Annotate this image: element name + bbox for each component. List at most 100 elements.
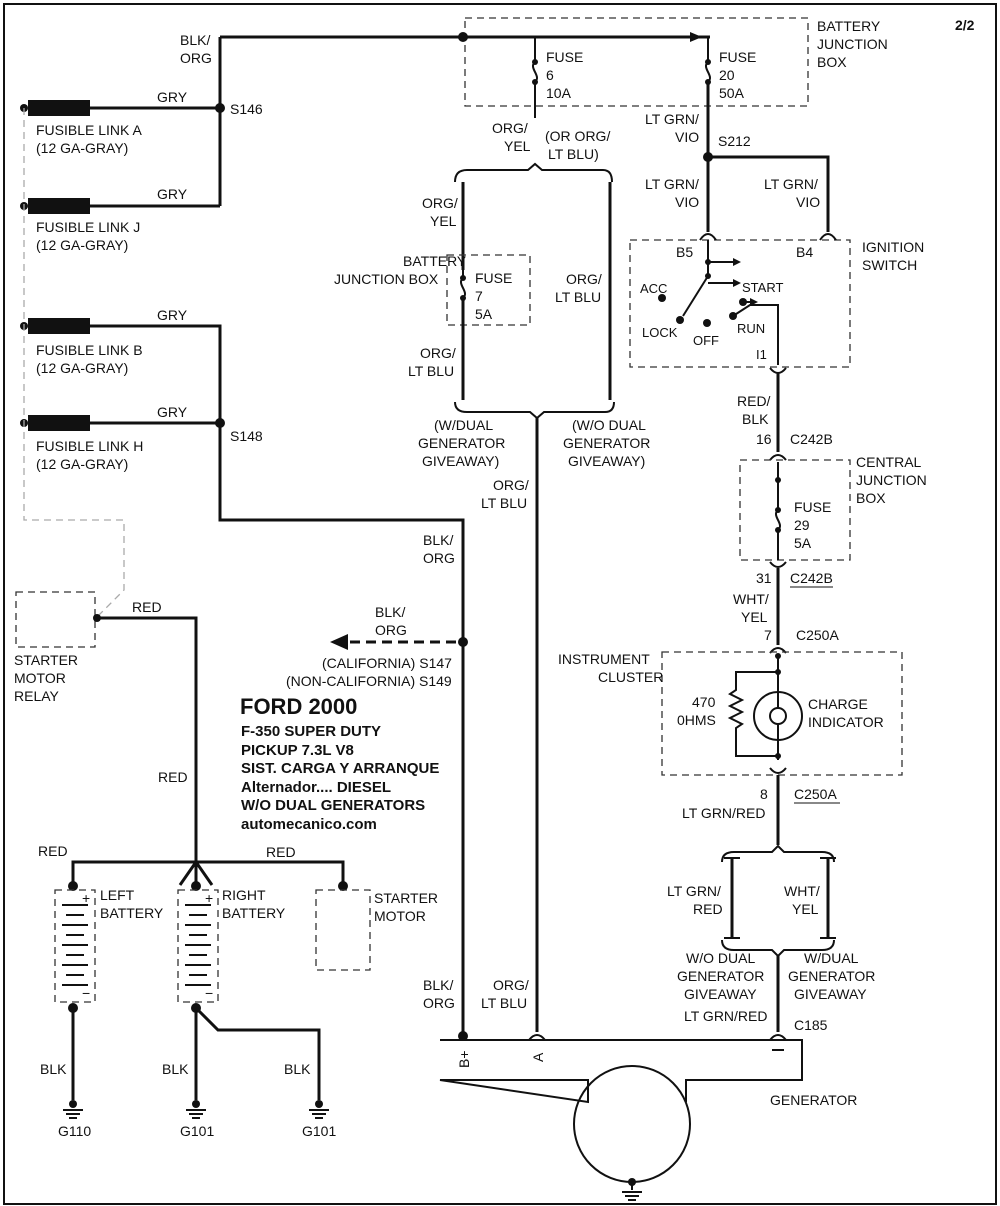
battery-junction-box-2-label: BATTERY JUNCTION BOX [334, 253, 467, 287]
svg-text:BLK/: BLK/ [375, 604, 405, 620]
svg-text:LT BLU: LT BLU [555, 289, 601, 305]
red-blk-label: RED/ BLK [737, 393, 771, 427]
c242b-bottom-label: C242B [790, 570, 833, 586]
svg-text:−: − [205, 985, 213, 1001]
svg-text:FORD 2000: FORD 2000 [240, 694, 357, 719]
gry-h-label: GRY [157, 404, 188, 420]
w-dual-bottom-label: W/DUAL GENERATOR GIVEAWAY [788, 950, 875, 1002]
svg-text:MOTOR: MOTOR [374, 908, 426, 924]
svg-text:YEL: YEL [504, 138, 531, 154]
svg-text:GIVEAWAY: GIVEAWAY [794, 986, 867, 1002]
switch-wiper [682, 275, 709, 317]
acc-label: ACC [640, 281, 667, 296]
lt-grn-vio-fuse20-label: LT GRN/ VIO [645, 111, 699, 145]
svg-text:STARTER: STARTER [14, 652, 78, 668]
svg-text:YEL: YEL [741, 609, 768, 625]
org-lt-blu-mid-label: ORG/ LT BLU [481, 477, 529, 511]
org-lt-blu-bottom-label: ORG/ LT BLU [481, 977, 529, 1011]
fuse7-junction-box-outline [446, 254, 531, 326]
left-battery: + − [54, 889, 96, 1003]
svg-text:ORG/: ORG/ [566, 271, 602, 287]
lower-option-brace [454, 401, 615, 420]
svg-text:FUSE: FUSE [546, 49, 583, 65]
svg-text:+: + [82, 890, 90, 906]
s147-splice-dot [458, 637, 468, 647]
svg-text:W/O DUAL: W/O DUAL [686, 950, 755, 966]
page-marker: 2/2 [955, 17, 975, 33]
ground-g101a-icon [186, 1100, 206, 1119]
svg-text:BOX: BOX [856, 490, 886, 506]
ignition-switch-outline [629, 239, 851, 368]
svg-text:CENTRAL: CENTRAL [856, 454, 922, 470]
svg-text:7: 7 [475, 288, 483, 304]
org-yel-fuse6-label: ORG/ YEL [492, 120, 531, 154]
off-label: OFF [693, 333, 719, 348]
right-battery: + − [177, 889, 219, 1003]
svg-text:YEL: YEL [430, 213, 457, 229]
svg-text:F-350 SUPER DUTY: F-350 SUPER DUTY [241, 723, 381, 740]
blk-g101a-label: BLK [162, 1061, 189, 1077]
gry-j-label: GRY [157, 186, 188, 202]
blk-g110-label: BLK [40, 1061, 67, 1077]
svg-text:(OR ORG/: (OR ORG/ [545, 128, 610, 144]
ignition-switch-label: IGNITION SWITCH [862, 239, 924, 273]
svg-text:FUSIBLE LINK A: FUSIBLE LINK A [36, 122, 142, 138]
svg-text:GENERATOR: GENERATOR [677, 968, 764, 984]
gry-a-label: GRY [157, 89, 188, 105]
svg-text:BOX: BOX [817, 54, 847, 70]
svg-text:MOTOR: MOTOR [14, 670, 66, 686]
fusible-link-j-body [28, 198, 90, 214]
fuse20-label: FUSE 20 50A [719, 49, 756, 101]
svg-text:JUNCTION BOX: JUNCTION BOX [334, 271, 439, 287]
starter-motor-relay-label: STARTER MOTOR RELAY [14, 652, 78, 704]
svg-text:VIO: VIO [675, 194, 699, 210]
svg-text:(12 GA-GRAY): (12 GA-GRAY) [36, 360, 128, 376]
lt-grn-vio-left-label: LT GRN/ VIO [645, 176, 699, 210]
central-junction-box-outline [739, 459, 851, 561]
lock-label: LOCK [642, 325, 678, 340]
c242b-pin31-label: 31 [756, 570, 772, 586]
title-block: FORD 2000 F-350 SUPER DUTY PICKUP 7.3L V… [240, 694, 439, 833]
upper-option-brace [454, 162, 613, 183]
svg-text:RELAY: RELAY [14, 688, 60, 704]
svg-text:BLK/: BLK/ [180, 32, 210, 48]
fusible-link-a-body [28, 100, 90, 116]
svg-text:Alternador.... DIESEL: Alternador.... DIESEL [241, 779, 391, 796]
starter-motor-label: STARTER MOTOR [374, 890, 438, 924]
run-label: RUN [737, 321, 765, 336]
generator-ground-icon [622, 1178, 642, 1201]
start-label: START [742, 280, 783, 295]
svg-text:GIVEAWAY): GIVEAWAY) [422, 453, 499, 469]
starter-motor-relay-outline [15, 591, 96, 648]
starter-motor-outline [315, 889, 371, 971]
svg-text:SWITCH: SWITCH [862, 257, 917, 273]
blk-g101b-label: BLK [284, 1061, 311, 1077]
blk-org-bottom-label: BLK/ ORG [423, 977, 455, 1011]
generator-terminal-bplus: B+ [456, 1050, 472, 1068]
s148-label: S148 [230, 428, 263, 444]
svg-text:(12 GA-GRAY): (12 GA-GRAY) [36, 237, 128, 253]
c250a-bottom-label: C250A [794, 786, 837, 802]
svg-text:GENERATOR: GENERATOR [418, 435, 505, 451]
svg-text:RED/: RED/ [737, 393, 771, 409]
s146-label: S146 [230, 101, 263, 117]
wo-dual-label: (W/O DUAL GENERATOR GIVEAWAY) [563, 417, 650, 469]
svg-text:5A: 5A [475, 306, 493, 322]
svg-text:5A: 5A [794, 535, 812, 551]
svg-text:BATTERY: BATTERY [100, 905, 164, 921]
red-battery-interconnect-wire [71, 860, 345, 886]
wht-yel-branch-label: WHT/ YEL [784, 883, 820, 917]
switch-connector-top [699, 233, 837, 241]
svg-text:WHT/: WHT/ [733, 591, 769, 607]
svg-text:FUSIBLE LINK H: FUSIBLE LINK H [36, 438, 143, 454]
resistor-symbol [727, 671, 778, 757]
instrument-cluster-outline [661, 651, 903, 776]
ground-g101b-label: G101 [302, 1123, 336, 1139]
svg-text:ORG: ORG [423, 550, 455, 566]
b4-label: B4 [796, 244, 813, 260]
svg-text:ORG: ORG [423, 995, 455, 1011]
lt-grn-red-8-label: LT GRN/RED [682, 805, 766, 821]
blk-org-top-label: BLK/ ORG [180, 32, 212, 66]
svg-text:(W/O DUAL: (W/O DUAL [572, 417, 646, 433]
